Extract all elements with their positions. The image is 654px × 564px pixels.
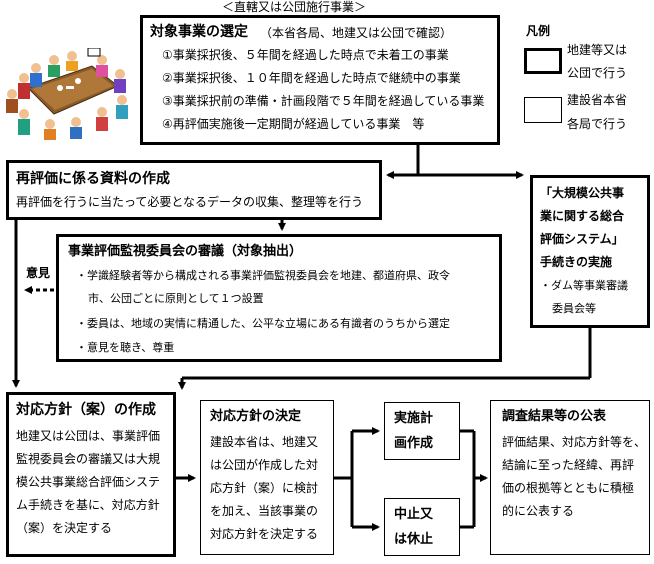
meeting-people-icon <box>6 47 134 140</box>
evaluation-committee-box <box>56 234 502 362</box>
materials-preparation-box <box>6 160 382 220</box>
draft-policy-line: 地建又は公団は、事業評価 <box>16 429 161 443</box>
large-scale-system-note: ・ダム等事業審議 <box>540 279 628 292</box>
legend-title: 凡例 <box>526 24 551 38</box>
results-publication-box <box>490 400 650 555</box>
target-selection-title: 対象事業の選定 <box>150 24 248 40</box>
results-publication-line: 結論に至った経緯、再評 <box>502 458 635 472</box>
large-scale-system-title: 手続きの実施 <box>540 255 613 269</box>
committee-bullet: ・委員は、地域の実情に精通した、公平な立場にある有識者のうちから選定 <box>76 317 450 330</box>
selection-criterion: ①事業採択後、５年間を経過した時点で未着工の事業 <box>162 48 449 62</box>
legend-thick-label: 地建等又は <box>567 43 628 57</box>
committee-bullet: ・意見を聴き、尊重 <box>76 341 175 354</box>
large-scale-system-box <box>530 175 650 328</box>
implementation-plan-label: 実施計 <box>394 411 434 426</box>
stop-suspend-label: 中止又 <box>394 507 434 522</box>
large-scale-system-title: 評価システム」 <box>540 232 624 246</box>
policy-decision-line: 応方針（案）に検討 <box>210 481 319 495</box>
large-scale-system-title: 「大規模公共事 <box>540 186 625 200</box>
stop-suspend-label: は休止 <box>394 532 434 547</box>
draft-policy-line: ム手続きを基に、対応方針 <box>16 498 160 512</box>
target-selection-subtitle: （本省各局、地建又は公団で確認） <box>260 26 453 40</box>
legend-thick-swatch <box>524 48 562 74</box>
large-scale-system-note: 委員会等 <box>552 302 596 315</box>
legend-thin-swatch <box>524 97 562 123</box>
materials-preparation-title: 再評価に係る資料の作成 <box>16 171 170 187</box>
policy-decision-line: は公団が作成した対 <box>210 458 319 472</box>
opinion-label: 意見 <box>26 266 51 280</box>
committee-bullet: 市、公団ごとに原則として１つ設置 <box>88 292 264 305</box>
policy-decision-box <box>200 400 334 555</box>
target-selection-box <box>140 15 500 145</box>
diagram-caption: ＜直轄又は公団施行事業＞ <box>222 0 367 14</box>
results-publication-line: 的に公表する <box>502 504 575 518</box>
policy-decision-line: 対応方針を決定する <box>210 527 319 541</box>
policy-decision-line: を加え、当該事業の <box>210 504 319 518</box>
draft-policy-line: 模公共事業総合評価システ <box>16 475 161 489</box>
evaluation-committee-title: 事業評価監視委員会の審議（対象抽出） <box>68 244 303 259</box>
legend-thin-label: 各局で行う <box>567 117 628 131</box>
large-scale-system-title: 業に関する総合 <box>540 209 625 223</box>
legend-thin-label: 建設省本省 <box>567 93 628 107</box>
committee-bullet: ・学識経験者等から構成される事業評価監視委員会を地建、都道府県、政令 <box>76 269 450 282</box>
results-publication-line: 価の根拠等とともに積極 <box>502 481 635 495</box>
stop-suspend-box <box>384 498 460 556</box>
selection-criterion: ②事業採択後、１０年間を経過した時点で継続中の事業 <box>162 71 461 85</box>
policy-decision-line: 建設本省は、地建又 <box>210 435 319 449</box>
results-publication-title: 調査結果等の公表 <box>502 409 607 424</box>
draft-policy-title: 対応方針（案）の作成 <box>16 402 156 418</box>
materials-preparation-body: 再評価を行うに当たって必要となるデータの収集、整理等を行う <box>16 195 364 209</box>
implementation-plan-box <box>384 402 460 460</box>
draft-policy-line: （案）を決定する <box>16 521 113 535</box>
selection-criterion: ③事業採択前の準備・計画段階で５年間を経過している事業 <box>162 94 485 108</box>
draft-policy-line: 監視委員会の審議又は大規 <box>16 452 161 466</box>
results-publication-line: 評価結果、対応方針等を、 <box>502 435 647 449</box>
selection-criterion: ④再評価実施後一定期間が経過している事業 等 <box>162 117 425 131</box>
draft-policy-box <box>6 392 176 557</box>
implementation-plan-label: 画作成 <box>394 436 434 451</box>
legend-thick-label: 公団で行う <box>567 66 628 80</box>
policy-decision-title: 対応方針の決定 <box>210 409 302 424</box>
